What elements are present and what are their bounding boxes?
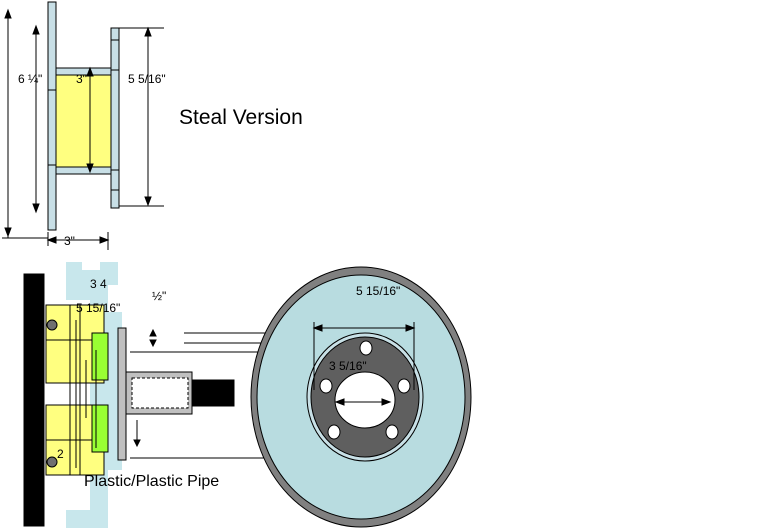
green-insert-bottom xyxy=(91,404,109,453)
dim-5-15-16-right-label: 5 15/16" xyxy=(356,284,401,298)
steel-left-plate xyxy=(47,1,57,231)
lug-hole-2 xyxy=(319,378,333,394)
lug-hole-4 xyxy=(327,424,341,440)
plastic-assembly xyxy=(23,262,235,528)
lug-hole-3 xyxy=(397,378,411,394)
steal-version-title: Steal Version xyxy=(179,106,303,129)
green-insert-top xyxy=(91,332,109,381)
mounting-wall xyxy=(23,273,45,527)
steel-version-drawing xyxy=(47,1,120,231)
pipe-end xyxy=(191,379,235,407)
dim-2-label: 2 xyxy=(57,447,64,461)
dim-6-quarter-label: 6 ¼" xyxy=(18,72,43,86)
dim-3-5-16-label: 3 5/16" xyxy=(329,359,367,373)
steel-right-plate xyxy=(110,27,120,209)
flange-plate xyxy=(117,327,127,461)
dim-3-top-label: 3" xyxy=(76,72,87,86)
pipe-inner xyxy=(131,377,189,409)
dim-5-15-16-left-label: 5 15/16" xyxy=(76,301,121,315)
steel-body xyxy=(55,67,112,175)
dim-5-5-16-label: 5 5/16" xyxy=(128,72,166,86)
bolt-bottom xyxy=(46,456,58,468)
plastic-pipe-caption: Plastic/Plastic Pipe xyxy=(84,473,220,490)
dimension-lines-top xyxy=(2,8,164,250)
faded-plate xyxy=(66,262,122,528)
lug-hole-1 xyxy=(359,340,373,356)
bolt-top xyxy=(46,319,58,331)
disc-drawing xyxy=(250,266,472,528)
dim-half-label: ½" xyxy=(152,289,167,303)
dim-3-4-label: 3 4 xyxy=(90,277,107,291)
dim-3-bottom-label: 3" xyxy=(64,234,75,248)
lug-hole-5 xyxy=(385,424,399,440)
center-bore xyxy=(334,371,396,429)
